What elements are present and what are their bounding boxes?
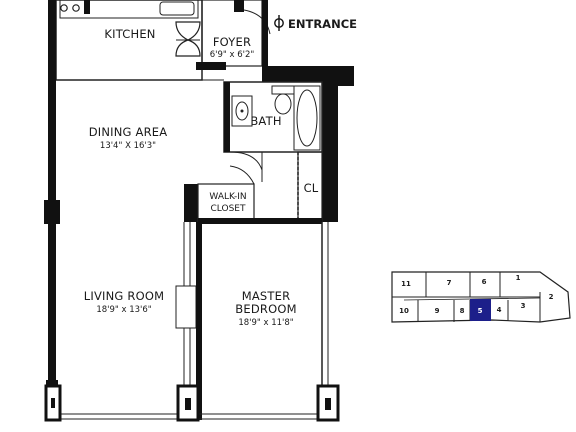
bath-area: BATH xyxy=(223,81,323,182)
bath-label: BATH xyxy=(250,114,281,128)
kitchen-area: KITCHEN xyxy=(55,0,203,81)
keyplan-unit-label: 7 xyxy=(447,279,452,287)
stove-icon xyxy=(60,0,90,14)
keyplan-unit-label: 8 xyxy=(460,307,465,315)
master-bedroom-label-line2: BEDROOM xyxy=(235,302,296,316)
keyplan-highlighted-unit xyxy=(470,299,491,321)
keyplan-unit-label: 1 xyxy=(516,274,521,282)
master-bedroom-dimensions: 18'9" x 11'8" xyxy=(238,318,293,328)
dining-label: DINING AREA xyxy=(89,125,168,139)
closet-area: CL xyxy=(297,151,323,223)
closet-label: CL xyxy=(304,181,319,195)
keyplan-unit-label: 9 xyxy=(435,307,440,315)
foyer-dimensions: 6'9" x 6'2" xyxy=(210,50,255,60)
kitchen-door-icon xyxy=(175,21,201,57)
bath-door-swing xyxy=(229,151,263,171)
living-room-dimensions: 18'9" x 13'6" xyxy=(96,305,151,315)
keyplan-unit-label: 4 xyxy=(497,306,502,314)
toilet-icon xyxy=(271,85,295,115)
dining-dimensions: 13'4" X 16'3" xyxy=(100,141,156,151)
living-room-label: LIVING ROOM xyxy=(84,289,164,303)
keyplan-unit-label: 10 xyxy=(399,307,409,315)
centerline-icon xyxy=(274,15,284,31)
bath-sink-icon xyxy=(231,95,253,127)
window-wall xyxy=(44,384,340,422)
keyplan-unit-label: 11 xyxy=(401,280,411,288)
foyer-area: FOYER 6'9" x 6'2" xyxy=(201,0,271,67)
entrance-marker: ENTRANCE xyxy=(274,15,357,31)
kitchen-label: KITCHEN xyxy=(104,27,155,41)
key-plan: 11 7 6 1 10 9 8 5 4 3 2 xyxy=(391,271,571,323)
kitchen-sink-icon xyxy=(159,1,195,16)
bathtub-icon xyxy=(293,85,321,151)
walkin-closet-label-line1: WALK-IN xyxy=(209,192,246,202)
foyer-label: FOYER xyxy=(213,35,251,49)
entry-door-swing xyxy=(243,9,271,35)
walkin-closet-area: WALK-IN CLOSET xyxy=(184,165,322,224)
entrance-label: ENTRANCE xyxy=(288,17,357,31)
keyplan-unit-label: 6 xyxy=(482,278,487,286)
keyplan-unit-label: 2 xyxy=(549,293,554,301)
column-icon xyxy=(175,285,197,329)
master-bedroom-label-line1: MASTER xyxy=(242,289,291,303)
master-bedroom-area: MASTER BEDROOM 18'9" x 11'8" xyxy=(196,222,329,420)
keyplan-unit-label: 3 xyxy=(521,302,526,310)
keyplan-unit-label-highlighted: 5 xyxy=(478,307,483,315)
walkin-closet-label-line2: CLOSET xyxy=(211,204,246,214)
walkin-door-swing xyxy=(229,165,255,185)
dining-area: DINING AREA 13'4" X 16'3" xyxy=(56,79,224,151)
